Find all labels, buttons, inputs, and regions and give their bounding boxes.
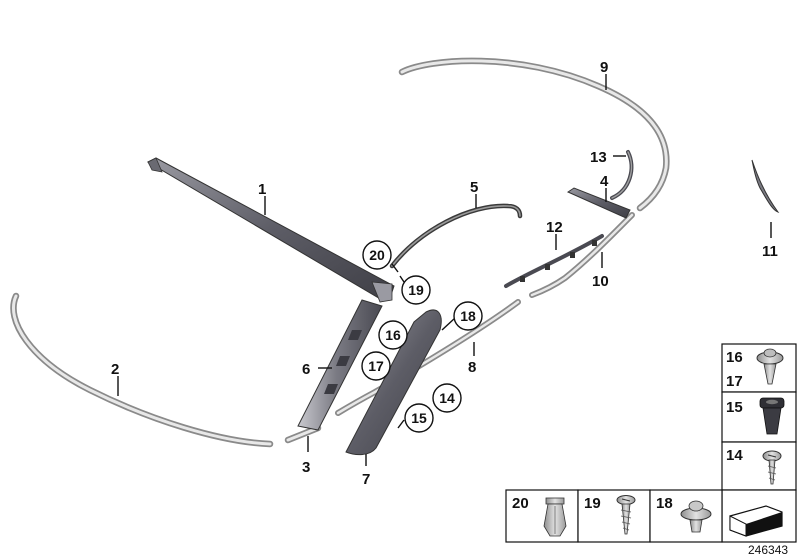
screw-14-icon bbox=[762, 450, 782, 485]
callout-3: 3 bbox=[302, 459, 310, 476]
circled-callout-19: 19 bbox=[401, 275, 431, 305]
part-4-bar bbox=[566, 187, 631, 219]
clip-20-icon bbox=[543, 497, 567, 537]
circled-callout-18: 18 bbox=[453, 301, 483, 331]
callout-12: 12 bbox=[546, 219, 563, 236]
screw-19-icon bbox=[616, 495, 636, 535]
part-2-sill-molding bbox=[10, 292, 274, 448]
part-10-belt-molding bbox=[529, 212, 635, 298]
part-13-curved-piece bbox=[610, 150, 634, 200]
callout-labels: 1 2 3 4 5 6 7 8 9 10 11 12 13 bbox=[111, 59, 778, 488]
svg-text:15: 15 bbox=[411, 410, 427, 426]
svg-text:18: 18 bbox=[460, 308, 476, 324]
panel-label-15: 15 bbox=[726, 399, 743, 416]
part-12-clip-strip bbox=[504, 234, 604, 288]
callout-11: 11 bbox=[762, 243, 778, 260]
orientation-arrow-icon bbox=[729, 505, 783, 537]
clip-16-17-icon bbox=[756, 348, 784, 385]
document-number: 246343 bbox=[748, 543, 788, 557]
circled-callout-15: 15 bbox=[404, 403, 434, 433]
part-1-pillar-bar bbox=[146, 157, 395, 303]
part-5-curved-strip bbox=[389, 203, 523, 269]
leader-lines bbox=[117, 74, 772, 466]
part-7-pillar-panel bbox=[345, 309, 442, 456]
svg-text:14: 14 bbox=[439, 390, 455, 406]
fastener-panel: 16 17 15 14 bbox=[505, 343, 797, 543]
part-11-seal bbox=[751, 159, 780, 213]
callout-9: 9 bbox=[600, 59, 608, 76]
panel-label-14: 14 bbox=[726, 447, 743, 464]
circled-callout-16: 16 bbox=[378, 320, 408, 350]
panel-label-20: 20 bbox=[512, 495, 529, 512]
svg-text:20: 20 bbox=[369, 247, 385, 263]
circled-callout-17: 17 bbox=[361, 351, 391, 381]
circled-callout-20: 20 bbox=[362, 240, 392, 270]
part-6-inner-pillar bbox=[297, 299, 383, 431]
svg-text:16: 16 bbox=[385, 327, 401, 343]
circled-callout-14: 14 bbox=[432, 383, 462, 413]
panel-label-18: 18 bbox=[656, 495, 673, 512]
callout-6: 6 bbox=[302, 361, 310, 378]
svg-text:19: 19 bbox=[408, 282, 424, 298]
panel-label-17: 17 bbox=[726, 373, 743, 390]
callout-4: 4 bbox=[600, 173, 609, 190]
svg-text:17: 17 bbox=[368, 358, 384, 374]
grommet-15-icon bbox=[759, 397, 785, 435]
callout-7: 7 bbox=[362, 471, 370, 488]
callout-2: 2 bbox=[111, 361, 119, 378]
callout-13: 13 bbox=[590, 149, 607, 166]
panel-label-16: 16 bbox=[726, 349, 743, 366]
callout-5: 5 bbox=[470, 179, 478, 196]
callout-10: 10 bbox=[592, 273, 609, 290]
clip-18-icon bbox=[680, 500, 712, 533]
circled-callouts: 20 19 18 16 17 14 15 bbox=[361, 240, 483, 433]
panel-label-19: 19 bbox=[584, 495, 601, 512]
part-3-end-piece bbox=[284, 424, 322, 444]
callout-8: 8 bbox=[468, 359, 476, 376]
callout-1: 1 bbox=[258, 181, 266, 198]
part-9-roof-molding bbox=[398, 57, 670, 212]
